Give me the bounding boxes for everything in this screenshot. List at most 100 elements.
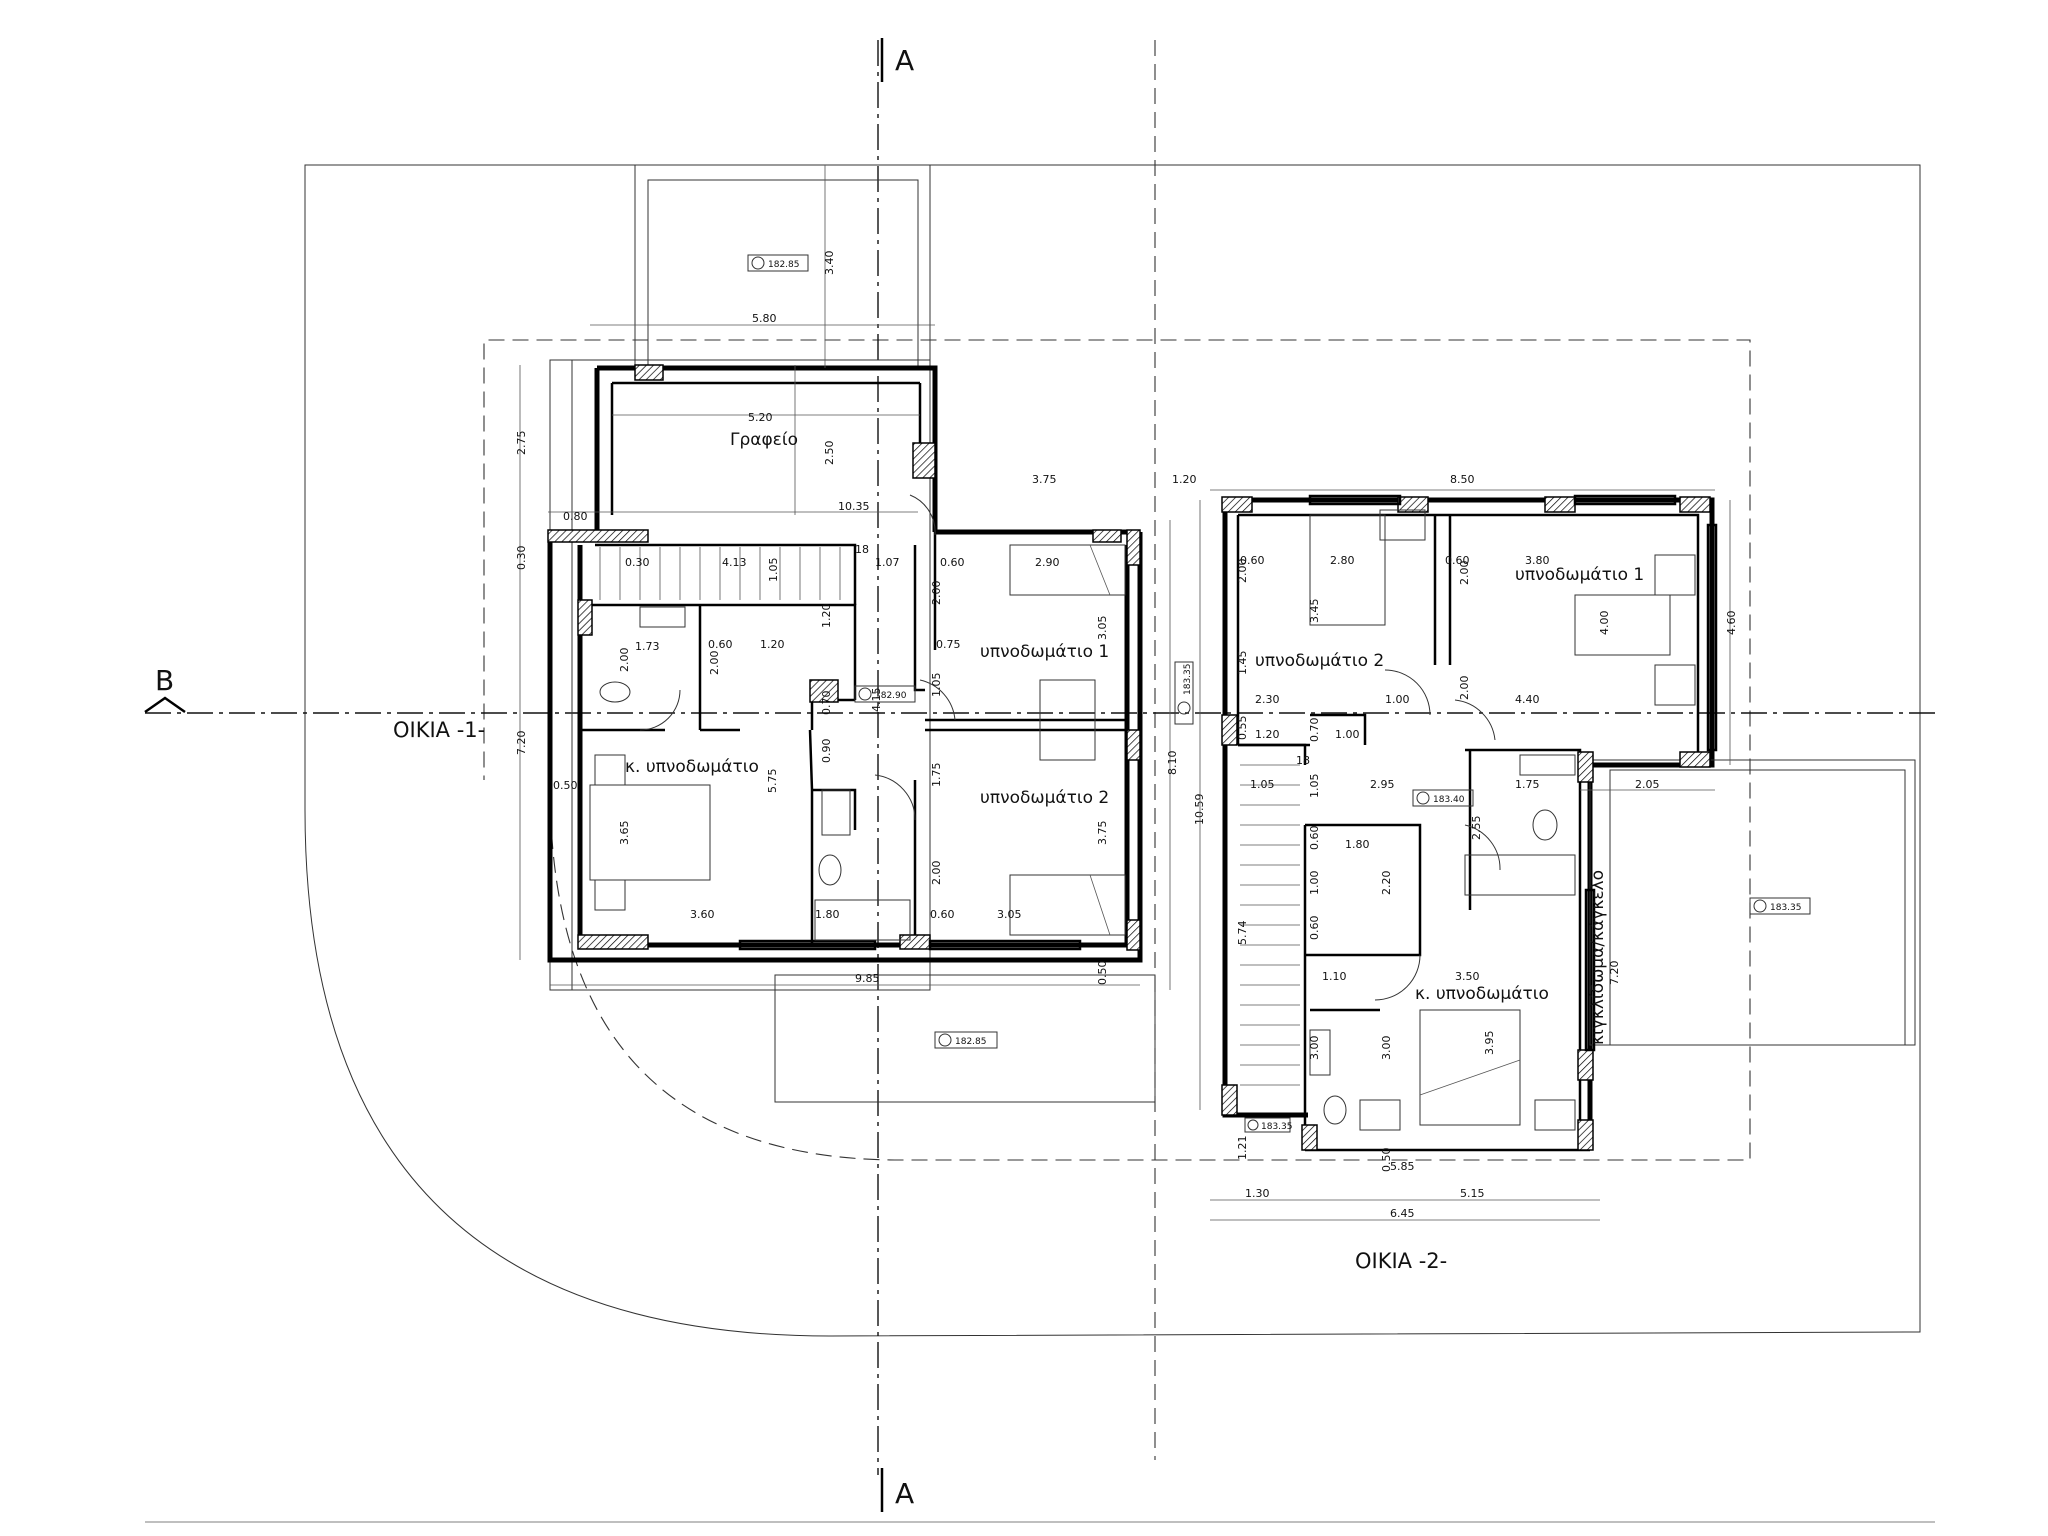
svg-text:3.80: 3.80 — [1525, 554, 1550, 567]
svg-text:3.95: 3.95 — [1483, 1031, 1496, 1056]
svg-text:2.80: 2.80 — [1330, 554, 1355, 567]
house-2-plan: 183.40 183.35 183.35 υπνοδωμάτιο 1 υπνοδ… — [1199, 473, 1916, 1221]
svg-text:182.90: 182.90 — [875, 691, 907, 701]
svg-text:6.45: 6.45 — [1390, 1207, 1415, 1220]
svg-text:0.70: 0.70 — [1308, 718, 1321, 743]
level-marker-183-35-terrace: 183.35 — [1749, 897, 1811, 915]
svg-text:3.05: 3.05 — [997, 908, 1022, 921]
svg-text:0.70: 0.70 — [820, 691, 833, 716]
svg-text:182.85: 182.85 — [768, 260, 800, 270]
svg-text:0.60: 0.60 — [940, 556, 965, 569]
level-marker-182-90: 182.90 — [854, 685, 916, 703]
svg-text:0.60: 0.60 — [1445, 554, 1470, 567]
svg-text:2.20: 2.20 — [1380, 871, 1393, 896]
svg-text:7.20: 7.20 — [515, 731, 528, 756]
svg-text:2.55: 2.55 — [1470, 816, 1483, 841]
svg-text:0.60: 0.60 — [1308, 826, 1321, 851]
svg-text:0.30: 0.30 — [625, 556, 650, 569]
svg-text:183.35: 183.35 — [1183, 664, 1193, 696]
svg-text:0.60: 0.60 — [1308, 916, 1321, 941]
svg-text:2.00: 2.00 — [1458, 676, 1471, 701]
room-label-h1-master: κ. υπνοδωμάτιο — [625, 757, 759, 777]
svg-text:1.75: 1.75 — [930, 763, 943, 788]
svg-text:5.20: 5.20 — [748, 411, 773, 424]
svg-text:0.60: 0.60 — [1240, 554, 1265, 567]
svg-text:3.00: 3.00 — [1380, 1036, 1393, 1061]
house-1-plan: 182.85 182.90 182.85 183.35 Γραφείο υπνο… — [515, 164, 1206, 1103]
section-mark-a-top: A — [895, 44, 914, 77]
level-marker-183-35-h1: 183.35 — [1174, 661, 1194, 725]
svg-text:3.65: 3.65 — [618, 821, 631, 846]
room-label-h1-office: Γραφείο — [730, 430, 798, 450]
svg-text:0.80: 0.80 — [563, 510, 588, 523]
svg-text:3.00: 3.00 — [1308, 1036, 1321, 1061]
svg-text:2.00: 2.00 — [708, 651, 721, 676]
svg-text:18: 18 — [855, 543, 869, 556]
svg-text:1.05: 1.05 — [767, 558, 780, 583]
svg-text:0.75: 0.75 — [936, 638, 961, 651]
svg-text:2.00: 2.00 — [1458, 561, 1471, 586]
svg-text:4.60: 4.60 — [1725, 611, 1738, 636]
svg-text:1.00: 1.00 — [1335, 728, 1360, 741]
svg-text:5.74: 5.74 — [1236, 921, 1249, 946]
room-label-h1-bedroom1: υπνοδωμάτιο 1 — [980, 642, 1109, 662]
svg-text:3.05: 3.05 — [1096, 616, 1109, 641]
svg-text:183.35: 183.35 — [1261, 1122, 1293, 1132]
house-1-label: ΟΙΚΙΑ -1- — [393, 718, 485, 742]
svg-text:0.55: 0.55 — [1236, 716, 1249, 741]
level-marker-182-85-bottom: 182.85 — [934, 1031, 998, 1049]
svg-text:1.10: 1.10 — [1322, 970, 1347, 983]
svg-text:2.00: 2.00 — [930, 861, 943, 886]
svg-text:1.05: 1.05 — [1308, 774, 1321, 799]
svg-text:1.05: 1.05 — [1250, 778, 1275, 791]
svg-text:1.73: 1.73 — [635, 640, 660, 653]
svg-text:0.50: 0.50 — [1380, 1148, 1393, 1173]
room-label-h1-bedroom2: υπνοδωμάτιο 2 — [980, 788, 1109, 808]
svg-text:2.00: 2.00 — [930, 581, 943, 606]
svg-text:2.50: 2.50 — [823, 441, 836, 466]
svg-text:1.45: 1.45 — [1236, 651, 1249, 676]
svg-text:1.00: 1.00 — [1385, 693, 1410, 706]
room-label-h2-master: κ. υπνοδωμάτιο — [1415, 984, 1549, 1004]
svg-text:10.59: 10.59 — [1193, 794, 1206, 826]
svg-text:5.75: 5.75 — [766, 769, 779, 794]
house-2-label: ΟΙΚΙΑ -2- — [1355, 1249, 1447, 1273]
level-marker-183-35-stair: 183.35 — [1244, 1117, 1293, 1133]
svg-text:1.20: 1.20 — [1255, 728, 1280, 741]
svg-text:8.50: 8.50 — [1450, 473, 1475, 486]
svg-text:183.40: 183.40 — [1433, 795, 1465, 805]
svg-text:2.00: 2.00 — [1236, 559, 1249, 584]
section-mark-a-bottom: A — [895, 1477, 914, 1510]
svg-text:4.15: 4.15 — [870, 688, 883, 713]
svg-text:10.35: 10.35 — [838, 500, 870, 513]
svg-text:1.07: 1.07 — [875, 556, 900, 569]
svg-text:4.00: 4.00 — [1598, 611, 1611, 636]
svg-text:1.20: 1.20 — [1172, 473, 1197, 486]
svg-text:4.40: 4.40 — [1515, 693, 1540, 706]
svg-text:182.85: 182.85 — [955, 1037, 987, 1047]
level-marker-182-85-top: 182.85 — [747, 254, 809, 272]
svg-text:1.75: 1.75 — [1515, 778, 1540, 791]
level-marker-183-40: 183.40 — [1412, 789, 1474, 807]
svg-text:1.21: 1.21 — [1236, 1136, 1249, 1161]
svg-text:3.60: 3.60 — [690, 908, 715, 921]
svg-text:9.85: 9.85 — [855, 972, 880, 985]
section-mark-b: B — [155, 664, 174, 697]
svg-text:1.05: 1.05 — [930, 673, 943, 698]
svg-text:0.50: 0.50 — [553, 779, 578, 792]
svg-text:0.30: 0.30 — [515, 546, 528, 571]
svg-text:2.90: 2.90 — [1035, 556, 1060, 569]
svg-text:7.20: 7.20 — [1608, 961, 1621, 986]
svg-text:1.80: 1.80 — [815, 908, 840, 921]
svg-text:3.50: 3.50 — [1455, 970, 1480, 983]
svg-text:18: 18 — [1296, 754, 1310, 767]
svg-text:4.13: 4.13 — [722, 556, 747, 569]
svg-text:0.90: 0.90 — [820, 739, 833, 764]
svg-text:3.75: 3.75 — [1032, 473, 1057, 486]
svg-text:2.30: 2.30 — [1255, 693, 1280, 706]
section-lines — [144, 38, 1935, 1512]
svg-text:2.95: 2.95 — [1370, 778, 1395, 791]
svg-text:5.80: 5.80 — [752, 312, 777, 325]
svg-text:3.75: 3.75 — [1096, 821, 1109, 846]
